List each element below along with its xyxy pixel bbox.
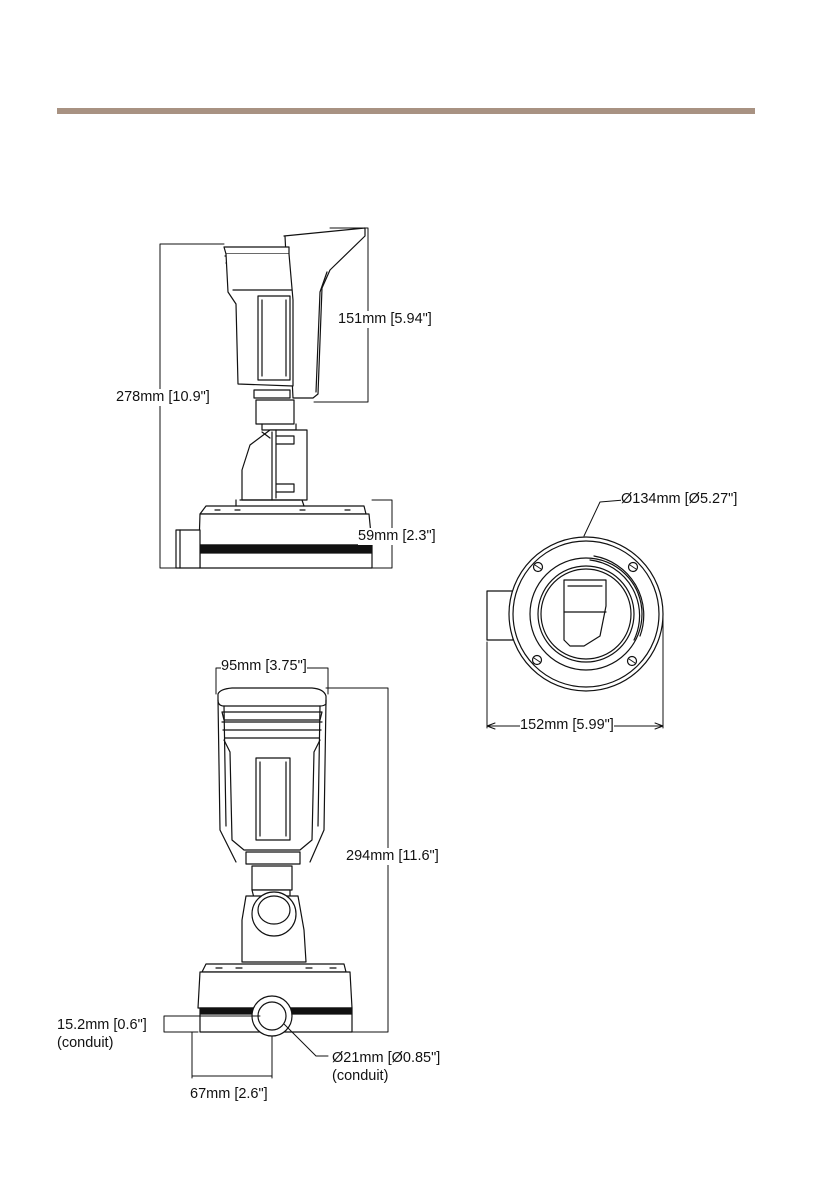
conduit-diameter-note: (conduit) [332, 1067, 440, 1085]
conduit-diameter-label: Ø21mm [Ø0.85"] (conduit) [332, 1049, 440, 1085]
top-view-camera [487, 537, 663, 691]
conduit-offset-value: 15.2mm [0.6"] [57, 1016, 147, 1034]
front-overall-height-label: 294mm [11.6"] [346, 848, 439, 865]
top-width-label: 152mm [5.99"] [520, 717, 614, 734]
conduit-diameter-value: Ø21mm [Ø0.85"] [332, 1049, 440, 1067]
front-width-label: 95mm [3.75"] [221, 658, 307, 675]
side-housing-height-label: 151mm [5.94"] [338, 311, 432, 328]
conduit-offset-note: (conduit) [57, 1034, 147, 1052]
conduit-offset-label: 15.2mm [0.6"] (conduit) [57, 1016, 147, 1052]
front-view-camera [198, 688, 352, 1036]
side-base-height-label: 59mm [2.3"] [358, 528, 436, 545]
conduit-center-label: 67mm [2.6"] [190, 1086, 268, 1103]
top-diameter-label: Ø134mm [Ø5.27"] [621, 491, 737, 508]
side-overall-height-label: 278mm [10.9"] [116, 389, 210, 406]
